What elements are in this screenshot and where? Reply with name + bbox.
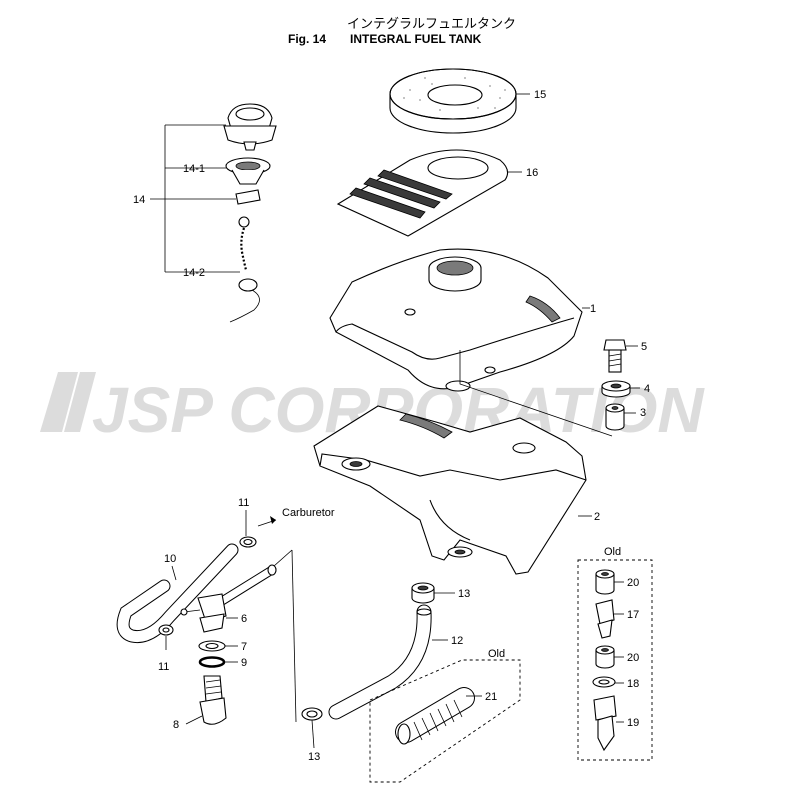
callout-13-right: 13	[458, 588, 470, 600]
part-6-fuel-cock	[180, 564, 277, 633]
part-3-collar	[605, 403, 625, 431]
callout-16: 16	[526, 167, 538, 179]
callout-2: 2	[594, 511, 600, 523]
callout-18: 18	[627, 678, 639, 690]
part-11-clip-lower	[158, 624, 174, 636]
callout-7: 7	[241, 641, 247, 653]
callout-12: 12	[451, 635, 463, 647]
callout-14: 14	[133, 194, 145, 206]
part-12-fuel-hose	[328, 604, 432, 720]
part-5-bolt	[603, 339, 627, 373]
label-old-bottom: Old	[488, 648, 505, 660]
callout-6: 6	[241, 613, 247, 625]
callout-19: 19	[627, 717, 639, 729]
title-english: INTEGRAL FUEL TANK	[350, 32, 482, 46]
part-1-upper-tank	[329, 248, 583, 392]
label-old-right: Old	[604, 546, 621, 558]
part-2-lower-tank	[313, 405, 587, 575]
part-19-fitting	[593, 695, 617, 752]
callout-14-2: 14-2	[183, 267, 205, 279]
part-16-pad	[336, 149, 509, 237]
old-box-right	[577, 559, 653, 761]
callout-1: 1	[590, 303, 596, 315]
part-14-clip	[235, 189, 261, 205]
part-14-filler-cap	[223, 103, 277, 151]
callout-13-left: 13	[308, 751, 320, 763]
part-10-fuel-hose	[116, 543, 239, 644]
callout-17: 17	[627, 609, 639, 621]
part-21-hose	[395, 687, 475, 745]
callout-9: 9	[241, 657, 247, 669]
callout-5: 5	[641, 341, 647, 353]
callout-4: 4	[644, 383, 650, 395]
callout-20-upper: 20	[627, 577, 639, 589]
old-box-bottom	[369, 659, 521, 783]
part-15-foam-ring	[389, 68, 517, 134]
label-carburetor: Carburetor	[282, 507, 335, 519]
part-13-clip-left	[301, 707, 323, 721]
part-14-2-chain	[229, 216, 260, 323]
callout-21: 21	[485, 691, 497, 703]
callout-14-1: 14-1	[183, 163, 205, 175]
part-11-clip-upper	[239, 536, 257, 548]
callout-15: 15	[534, 89, 546, 101]
part-17-joint	[595, 599, 615, 639]
part-7-washer	[198, 640, 226, 652]
part-4-washer	[601, 380, 631, 398]
part-13-clip-right	[411, 582, 435, 604]
callout-10: 10	[164, 553, 176, 565]
part-9-o-ring	[198, 656, 226, 668]
title-japanese: インテグラルフュエルタンク	[347, 17, 516, 32]
part-14-1-gasket	[225, 157, 271, 185]
callout-20-lower: 20	[627, 652, 639, 664]
callout-3: 3	[640, 407, 646, 419]
callout-11-upper: 11	[238, 497, 249, 509]
figure-label: Fig. 14	[288, 32, 326, 46]
part-18-washer	[592, 676, 616, 688]
carburetor-direction-arrow	[257, 516, 277, 527]
watermark-logo-mark	[40, 372, 96, 432]
callout-11-lower: 11	[158, 661, 169, 673]
part-20-bushing-lower	[595, 645, 615, 669]
part-20-bushing-upper	[595, 569, 615, 595]
part-8-strainer	[199, 675, 227, 725]
callout-8: 8	[173, 719, 179, 731]
